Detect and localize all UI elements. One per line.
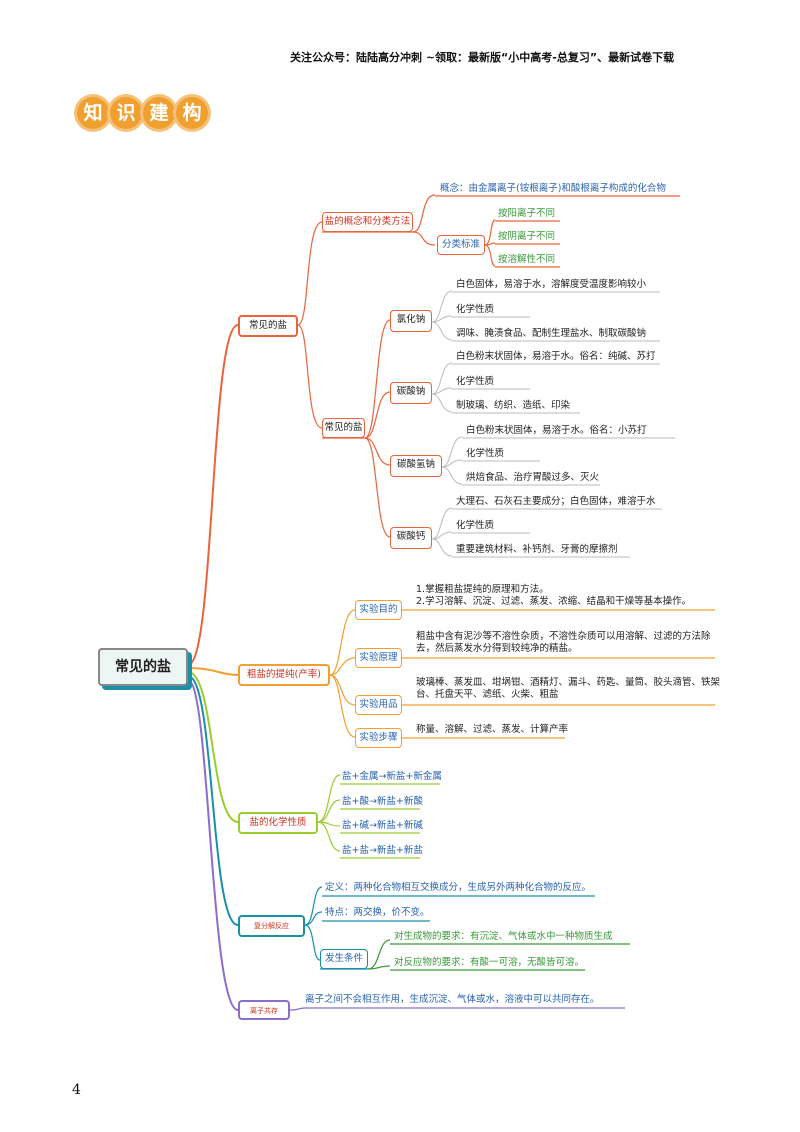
badge-char: 知 bbox=[77, 97, 109, 129]
salt-fact: 大理石、石灰石主要成分；白色固体，难溶于水 bbox=[456, 496, 656, 507]
node-salt-concept: 盐的概念和分类方法 bbox=[322, 212, 413, 232]
dd-condition-item: 对生成物的要求：有沉淀、气体或水中一种物质生成 bbox=[394, 931, 613, 942]
class-item: 按阴离子不同 bbox=[498, 231, 556, 242]
chem-prop: 盐+盐→新盐+新盐 bbox=[342, 845, 423, 856]
chem-prop: 盐+金属→新盐+新金属 bbox=[342, 771, 442, 782]
badge-char: 建 bbox=[143, 97, 175, 129]
exp-text: 称量、溶解、过滤、蒸发、计算产率 bbox=[416, 724, 569, 735]
salt-nacl: 氯化钠 bbox=[390, 310, 432, 332]
concept-def: 概念：由金属离子(铵根离子)和酸根离子构成的化合物 bbox=[440, 183, 666, 194]
root-node: 常见的盐 bbox=[98, 648, 188, 686]
branch-common-salts: 常见的盐 bbox=[238, 315, 298, 337]
salt-fact: 化学性质 bbox=[456, 520, 495, 531]
page-number: 4 bbox=[72, 1082, 81, 1098]
header-text: 关注公众号：陆陆高分冲刺 ~领取：最新版“小中高考-总复习”、最新试卷下载 bbox=[290, 51, 675, 64]
salt-fact: 化学性质 bbox=[456, 376, 495, 387]
salt-nahco3: 碳酸氢钠 bbox=[390, 455, 442, 477]
chem-prop: 盐+酸→新盐+新酸 bbox=[342, 796, 423, 807]
ion-coexistence-text: 离子之间不会相互作用，生成沉淀、气体或水，溶液中可以共同存在。 bbox=[305, 994, 600, 1005]
dd-condition-item: 对反应物的要求：有酸一可溶，无酸皆可溶。 bbox=[394, 957, 585, 968]
salt-fact: 烘焙食品、治疗胃酸过多、灭火 bbox=[466, 472, 600, 483]
exp-text: 玻璃棒、蒸发皿、坩埚钳、酒精灯、漏斗、药匙、量筒、胶头滴管、铁架 bbox=[416, 677, 721, 688]
dd-conditions: 发生条件 bbox=[320, 949, 368, 969]
salt-fact: 白色固体，易溶于水，溶解度受温度影响较小 bbox=[456, 279, 647, 290]
branch-salt-purification: 粗盐的提纯(产率) bbox=[238, 664, 330, 686]
exp-steps: 实验步骤 bbox=[355, 728, 402, 748]
salt-fact: 重要建筑材料、补钙剂、牙膏的摩擦剂 bbox=[456, 544, 618, 555]
badge-char: 识 bbox=[110, 97, 142, 129]
exp-goal: 实验目的 bbox=[355, 600, 402, 620]
exp-text: 去，然后蒸发水分得到较纯净的精盐。 bbox=[416, 643, 578, 654]
salt-fact: 白色粉末状固体，易溶于水。俗名：纯碱、苏打 bbox=[456, 351, 656, 362]
dd-definition: 定义：两种化合物相互交换成分，生成另外两种化合物的反应。 bbox=[325, 882, 592, 893]
exp-text: 粗盐中含有泥沙等不溶性杂质，不溶性杂质可以用溶解、过滤的方法除 bbox=[416, 631, 711, 642]
salt-fact: 白色粉末状固体，易溶于水。俗名：小苏打 bbox=[466, 425, 647, 436]
chem-prop: 盐+碱→新盐+新碱 bbox=[342, 820, 423, 831]
branch-double-decomposition: 复分解反应 bbox=[238, 915, 305, 937]
class-item: 按阳离子不同 bbox=[498, 208, 556, 219]
badge-char: 构 bbox=[176, 97, 208, 129]
salt-fact: 化学性质 bbox=[466, 448, 505, 459]
exp-text: 台、托盘天平、滤纸、火柴、粗盐 bbox=[416, 689, 559, 700]
exp-materials: 实验用品 bbox=[355, 695, 402, 715]
node-classification: 分类标准 bbox=[437, 235, 485, 255]
branch-ion-coexistence: 离子共存 bbox=[238, 1000, 290, 1020]
class-item: 按溶解性不同 bbox=[498, 254, 556, 265]
salt-na2co3: 碳酸钠 bbox=[390, 382, 432, 404]
dd-feature: 特点：两交换，价不变。 bbox=[325, 907, 430, 918]
node-common-salts: 常见的盐 bbox=[322, 418, 365, 438]
exp-principle: 实验原理 bbox=[355, 648, 402, 668]
exp-text: 1.掌握粗盐提纯的原理和方法。 bbox=[416, 584, 549, 595]
salt-fact: 制玻璃、纺织、造纸、印染 bbox=[456, 400, 571, 411]
exp-text: 2.学习溶解、沉淀、过滤、蒸发、浓缩、结晶和干燥等基本操作。 bbox=[416, 596, 692, 607]
salt-fact: 调味、腌渍食品、配制生理盐水、制取碳酸钠 bbox=[456, 328, 647, 339]
salt-caco3: 碳酸钙 bbox=[390, 527, 432, 549]
salt-fact: 化学性质 bbox=[456, 304, 495, 315]
branch-salt-chem-props: 盐的化学性质 bbox=[238, 812, 318, 834]
